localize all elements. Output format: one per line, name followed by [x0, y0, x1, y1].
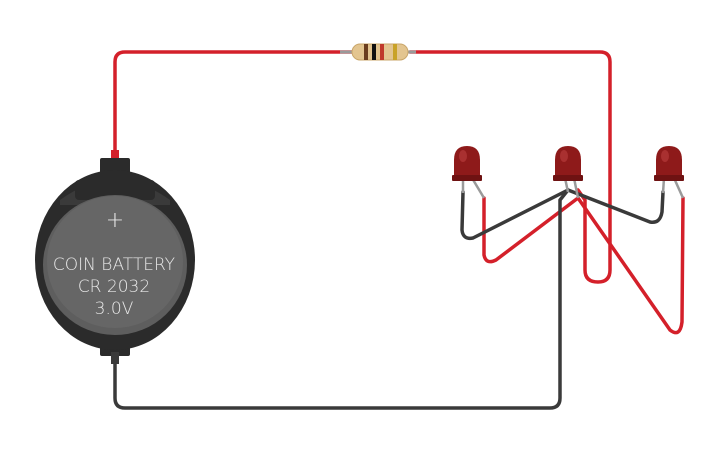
- wire-led3-cathode[interactable]: [566, 188, 665, 225]
- led-3[interactable]: [654, 146, 685, 199]
- resistor[interactable]: [340, 43, 416, 61]
- resistor-band-2: [372, 44, 376, 60]
- led-1[interactable]: [452, 146, 486, 199]
- resistor-band-4: [393, 44, 397, 60]
- battery-label-line3: 3.0V: [95, 299, 134, 319]
- battery-positive-terminal: [111, 150, 119, 160]
- wire-resistor-to-right[interactable]: [408, 50, 612, 284]
- wire-led1-cathode[interactable]: [460, 188, 570, 241]
- battery-plus-symbol: +: [106, 208, 124, 233]
- resistor-band-3: [380, 44, 384, 60]
- wire-led2-to-led3[interactable]: [576, 196, 685, 335]
- wire-led1-anode[interactable]: [482, 196, 580, 264]
- wire-positive-battery-to-resistor[interactable]: [113, 50, 354, 157]
- led-2[interactable]: [553, 146, 583, 199]
- resistor-band-1: [364, 44, 368, 60]
- coin-battery[interactable]: + COIN BATTERY CR 2032 3.0V: [35, 150, 195, 364]
- wire-negative-battery-return[interactable]: [113, 188, 570, 410]
- battery-label-line2: CR 2032: [78, 277, 150, 297]
- battery-negative-terminal: [111, 352, 119, 364]
- battery-label-line1: COIN BATTERY: [53, 255, 175, 275]
